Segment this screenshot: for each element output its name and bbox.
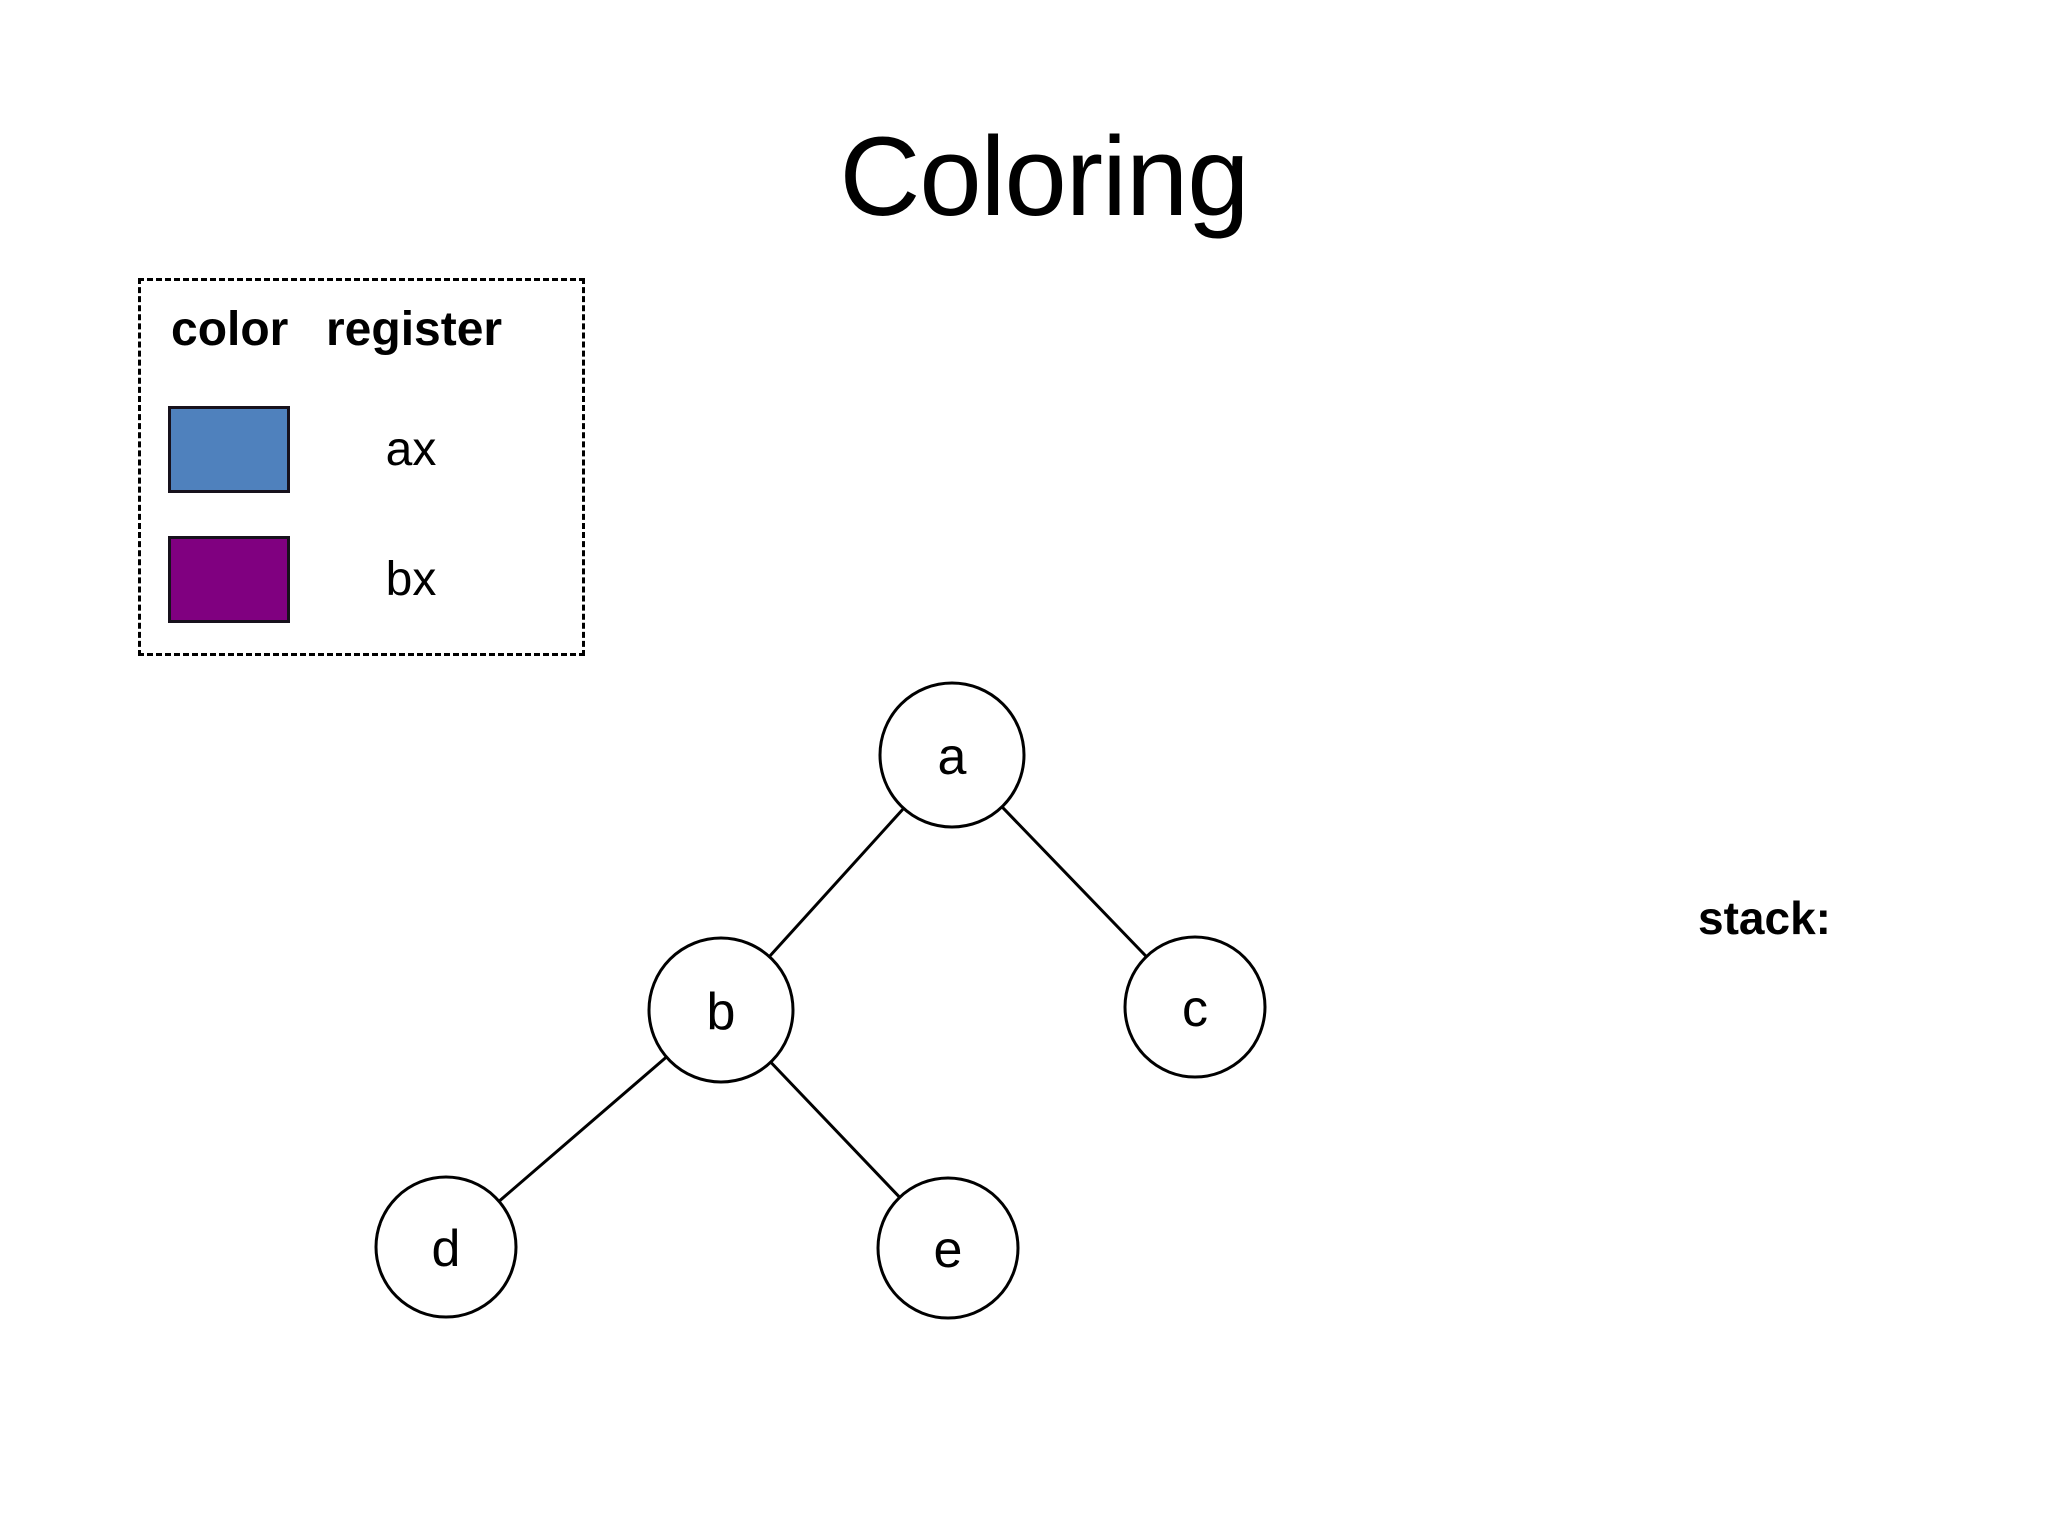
graph-edge-b-d <box>498 1055 668 1203</box>
graph-edge-a-b <box>768 807 905 958</box>
graph-node-e[interactable]: e <box>876 1176 1020 1320</box>
legend-row: bx <box>141 521 582 641</box>
graph-nodes: a b c d e <box>374 681 1267 1320</box>
legend-register-ax: ax <box>385 423 437 476</box>
legend-register-bx: bx <box>385 553 437 606</box>
graph-node-circle-b[interactable] <box>647 936 795 1084</box>
graph-node-label-b: b <box>707 983 736 1041</box>
graph-node-d[interactable]: d <box>374 1175 518 1319</box>
color-swatch-bx <box>168 536 290 623</box>
graph-node-label-a: a <box>938 728 967 786</box>
legend-row: ax <box>141 391 582 511</box>
graph-node-a[interactable]: a <box>878 681 1026 829</box>
legend-header-row: color register <box>141 299 582 361</box>
graph-node-circle-a[interactable] <box>878 681 1026 829</box>
page-title: Coloring <box>839 114 1249 239</box>
legend-header-color: color <box>171 303 289 356</box>
graph-edge-a-c <box>1000 805 1148 958</box>
graph-edge-b-e <box>769 1061 901 1199</box>
graph-node-label-d: d <box>432 1220 461 1278</box>
graph-node-b[interactable]: b <box>647 936 795 1084</box>
graph-node-c[interactable]: c <box>1123 935 1267 1079</box>
graph-node-label-e: e <box>934 1221 963 1279</box>
graph-node-circle-e[interactable] <box>876 1176 1020 1320</box>
stack-label: stack: <box>1698 892 1831 944</box>
graph-node-circle-c[interactable] <box>1123 935 1267 1079</box>
graph-node-label-c: c <box>1182 980 1208 1038</box>
color-register-legend: color register ax bx <box>138 278 585 656</box>
legend-header-register: register <box>326 303 503 356</box>
color-swatch-ax <box>168 406 290 493</box>
graph-edges <box>498 805 1148 1203</box>
graph-node-circle-d[interactable] <box>374 1175 518 1319</box>
